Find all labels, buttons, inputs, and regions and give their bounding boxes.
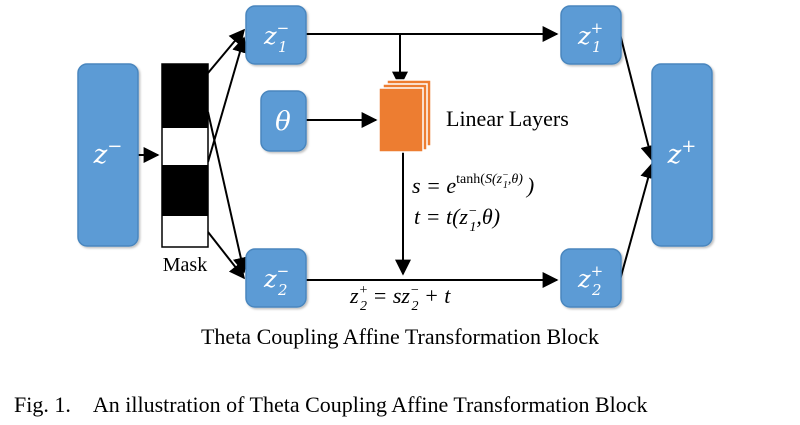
node-z1-minus: z−1	[245, 5, 307, 65]
node-box	[245, 248, 307, 308]
linear-layers: Linear Layers	[378, 79, 569, 153]
mask-segment-1	[162, 64, 208, 128]
mask-label: Mask	[163, 254, 207, 276]
figure-caption-text: An illustration of Theta Coupling Affine…	[92, 392, 648, 417]
node-box	[245, 5, 307, 65]
arrow-mask-to-z2minus-upper	[207, 111, 249, 274]
node-label: z+1	[577, 19, 603, 56]
linear-layer-front	[378, 87, 424, 153]
node-z-minus: z−	[77, 63, 139, 247]
node-label: z+	[667, 136, 697, 170]
arrow-mask-to-z1minus-lower	[207, 36, 248, 163]
node-theta: θ	[260, 90, 307, 152]
node-box	[651, 63, 713, 247]
arrows	[138, 26, 657, 288]
mask-segment-3	[162, 165, 208, 216]
mask-segment-2	[162, 128, 208, 165]
figure-number: Fig. 1.	[14, 392, 71, 417]
equation-coupling: z+2 = sz−2 + t	[349, 283, 451, 314]
node-box	[560, 5, 622, 65]
node-z1-plus: z+1	[560, 5, 622, 65]
node-label: z−	[93, 136, 123, 170]
arrow-z2plus-to-zplus	[619, 162, 656, 281]
node-label: z+2	[577, 262, 603, 299]
arrow-mask-to-z2minus-lower	[207, 231, 245, 280]
figure-caption: Fig. 1. An illustration of Theta Coupling…	[14, 392, 648, 418]
node-z2-plus: z+2	[560, 248, 622, 308]
node-box	[260, 90, 307, 152]
equation-s: s = etanh(S(z−1,θ))	[412, 170, 534, 198]
node-label: z−2	[263, 262, 289, 299]
node-box	[77, 63, 139, 247]
node-box	[560, 248, 622, 308]
mask-border	[161, 63, 209, 248]
node-label: z−1	[263, 19, 289, 56]
block-title: Theta Coupling Affine Transformation Blo…	[200, 324, 599, 349]
node-label: θ	[275, 107, 291, 137]
equation-t: t = t(z−1,θ)	[414, 204, 500, 235]
mask-segment-4	[162, 216, 208, 247]
mask: Mask	[161, 63, 209, 276]
node-z2-minus: z−2	[245, 248, 307, 308]
arrow-z1plus-to-zplus	[619, 33, 657, 162]
linear-layers-label: Linear Layers	[446, 106, 569, 131]
node-z-plus: z+	[651, 63, 713, 247]
arrow-mask-to-z1minus-upper	[207, 28, 246, 74]
